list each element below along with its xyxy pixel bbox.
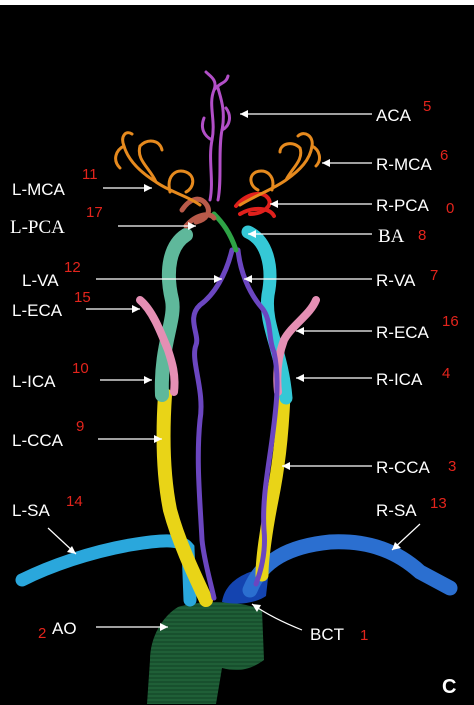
svg-text:ACA: ACA: [376, 106, 412, 125]
label-r-ica: R-ICA 4: [376, 365, 450, 389]
l-sa-vessel: [15, 534, 197, 607]
svg-text:L-ECA: L-ECA: [12, 301, 63, 320]
svg-text:7: 7: [430, 267, 438, 284]
svg-text:15: 15: [74, 289, 91, 306]
svg-text:R-VA: R-VA: [376, 271, 416, 290]
svg-text:9: 9: [76, 418, 84, 435]
label-r-cca: R-CCA 3: [376, 458, 456, 477]
svg-text:R-CCA: R-CCA: [376, 458, 430, 477]
l-mca-vessel: [114, 131, 202, 207]
svg-text:R-ECA: R-ECA: [376, 323, 430, 342]
label-l-pca: L-PCA 17: [10, 204, 103, 238]
label-ao: 2 AO: [38, 619, 77, 642]
annotation-arrows: [47, 110, 421, 631]
svg-text:2: 2: [38, 625, 46, 642]
label-l-va: L-VA 12: [22, 259, 81, 290]
svg-text:L-VA: L-VA: [22, 271, 59, 290]
r-sa-vessel: [242, 534, 458, 598]
label-l-sa: L-SA 14: [12, 493, 83, 520]
r-va-vessel: [235, 247, 280, 587]
label-aca: ACA 5: [376, 98, 431, 125]
svg-text:0: 0: [446, 200, 454, 217]
label-r-va: R-VA 7: [376, 267, 438, 290]
svg-text:8: 8: [418, 227, 426, 244]
aorta: [147, 602, 264, 704]
label-ba: BA 8: [378, 226, 426, 247]
svg-text:R-PCA: R-PCA: [376, 196, 430, 215]
svg-text:L-SA: L-SA: [12, 501, 50, 520]
l-va-vessel: [191, 247, 235, 601]
svg-text:5: 5: [423, 98, 431, 115]
svg-text:L-PCA: L-PCA: [10, 217, 65, 238]
label-bct: BCT 1: [310, 625, 368, 644]
top-border: [0, 0, 474, 5]
svg-text:3: 3: [448, 458, 456, 475]
label-r-sa: R-SA 13: [376, 495, 447, 520]
svg-text:L-CCA: L-CCA: [12, 431, 64, 450]
svg-text:L-MCA: L-MCA: [12, 180, 66, 199]
l-cca-vessel: [156, 388, 213, 607]
label-r-mca: R-MCA 6: [376, 147, 448, 174]
svg-text:BCT: BCT: [310, 625, 344, 644]
svg-text:R-ICA: R-ICA: [376, 370, 423, 389]
svg-text:11: 11: [82, 166, 98, 183]
label-l-cca: L-CCA 9: [12, 418, 84, 450]
svg-text:R-SA: R-SA: [376, 501, 417, 520]
label-l-eca: L-ECA 15: [12, 289, 91, 320]
ba-vessel: [211, 211, 239, 253]
svg-text:BA: BA: [378, 226, 405, 247]
label-l-ica: L-ICA 10: [12, 360, 89, 391]
svg-text:13: 13: [430, 495, 447, 512]
svg-text:17: 17: [86, 204, 103, 221]
svg-text:12: 12: [64, 259, 81, 276]
svg-text:AO: AO: [52, 619, 77, 638]
svg-text:10: 10: [72, 360, 89, 377]
svg-text:16: 16: [442, 313, 459, 330]
svg-text:R-MCA: R-MCA: [376, 155, 432, 174]
panel-label: C: [442, 676, 456, 698]
r-pca-vessel: [234, 191, 276, 218]
label-l-mca: L-MCA 11: [12, 166, 98, 199]
l-ica-vessel: [154, 228, 193, 402]
aca-vessel: [200, 70, 231, 202]
l-eca-vessel: [136, 296, 179, 396]
svg-text:4: 4: [442, 365, 450, 382]
svg-text:1: 1: [360, 627, 368, 644]
svg-text:6: 6: [440, 147, 448, 164]
label-r-eca: R-ECA 16: [376, 313, 459, 342]
r-mca-vessel: [238, 132, 321, 207]
svg-text:14: 14: [66, 493, 83, 510]
svg-text:L-ICA: L-ICA: [12, 372, 56, 391]
label-r-pca: R-PCA 0: [376, 196, 454, 217]
